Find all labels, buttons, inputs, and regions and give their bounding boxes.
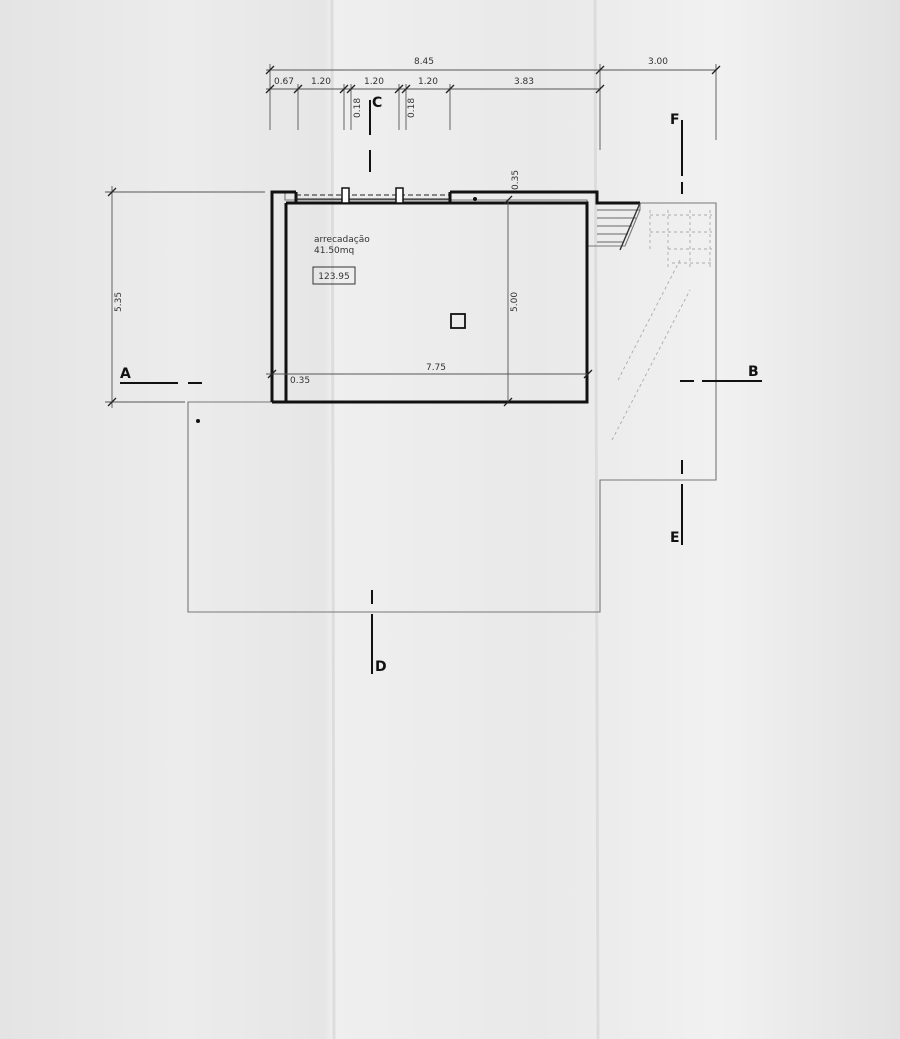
- dim-wall-left: 0.35: [290, 376, 310, 386]
- dim-room-width: 7.75: [426, 363, 446, 373]
- level-box: [312, 266, 356, 285]
- section-label-f: F: [670, 112, 680, 128]
- point-marker: [196, 419, 200, 423]
- dim-pillar-1: 0.18: [353, 98, 363, 118]
- dim-pillar-2: 0.18: [407, 98, 417, 118]
- pillar: [395, 187, 404, 204]
- stair: [597, 202, 712, 441]
- section-label-b: B: [748, 364, 759, 380]
- paper-folds: [330, 0, 600, 1039]
- dim-seg-5: 3.83: [514, 77, 534, 87]
- room-name: arrecadação: [314, 235, 370, 245]
- dim-seg-1: 0.67: [274, 77, 294, 87]
- dim-wall-top: 0.35: [511, 170, 521, 190]
- dim-top-total: 8.45: [414, 57, 434, 67]
- storage-walls: [270, 190, 640, 404]
- pillar: [341, 187, 350, 204]
- section-label-e: E: [670, 530, 680, 546]
- section-label-c: C: [372, 95, 382, 111]
- room-level: 123.95: [318, 272, 350, 282]
- section-label-d: D: [375, 659, 387, 675]
- dim-seg-2: 1.20: [311, 77, 331, 87]
- dimension-lines: [105, 64, 717, 408]
- dimension-ticks: [107, 65, 721, 407]
- dim-room-height: 5.00: [510, 292, 520, 312]
- column-marker: [450, 313, 466, 329]
- dim-left-height: 5.35: [114, 292, 124, 312]
- section-label-a: A: [120, 366, 131, 382]
- dim-seg-4: 1.20: [418, 77, 438, 87]
- room-area: 41.50mq: [314, 246, 354, 256]
- dim-seg-3: 1.20: [364, 77, 384, 87]
- section-cut-lines: [120, 100, 762, 674]
- window-run: [296, 187, 477, 204]
- dim-top-right: 3.00: [648, 57, 668, 67]
